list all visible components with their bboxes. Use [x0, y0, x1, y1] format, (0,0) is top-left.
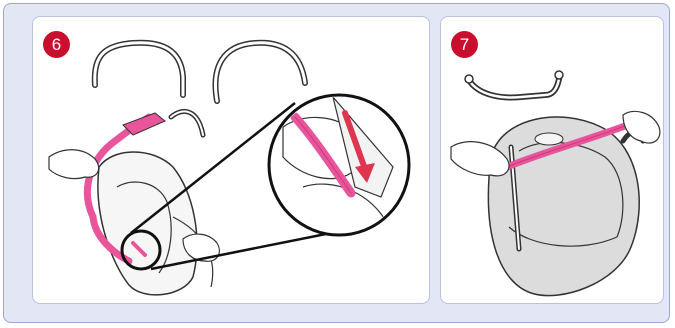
- seat-shell: [98, 152, 197, 295]
- step-number-badge: 6: [43, 31, 70, 58]
- instruction-frame: 6 7: [3, 3, 670, 323]
- step-6-illustration: [33, 17, 430, 304]
- step-7-panel: 7: [440, 16, 664, 304]
- hand-left: [49, 150, 99, 179]
- step-6-panel: 6: [32, 16, 430, 304]
- hand-right: [623, 111, 660, 143]
- step-number-badge: 7: [451, 31, 478, 58]
- canopy-arc-left-inner: [95, 43, 183, 95]
- step-7-illustration: [441, 17, 664, 304]
